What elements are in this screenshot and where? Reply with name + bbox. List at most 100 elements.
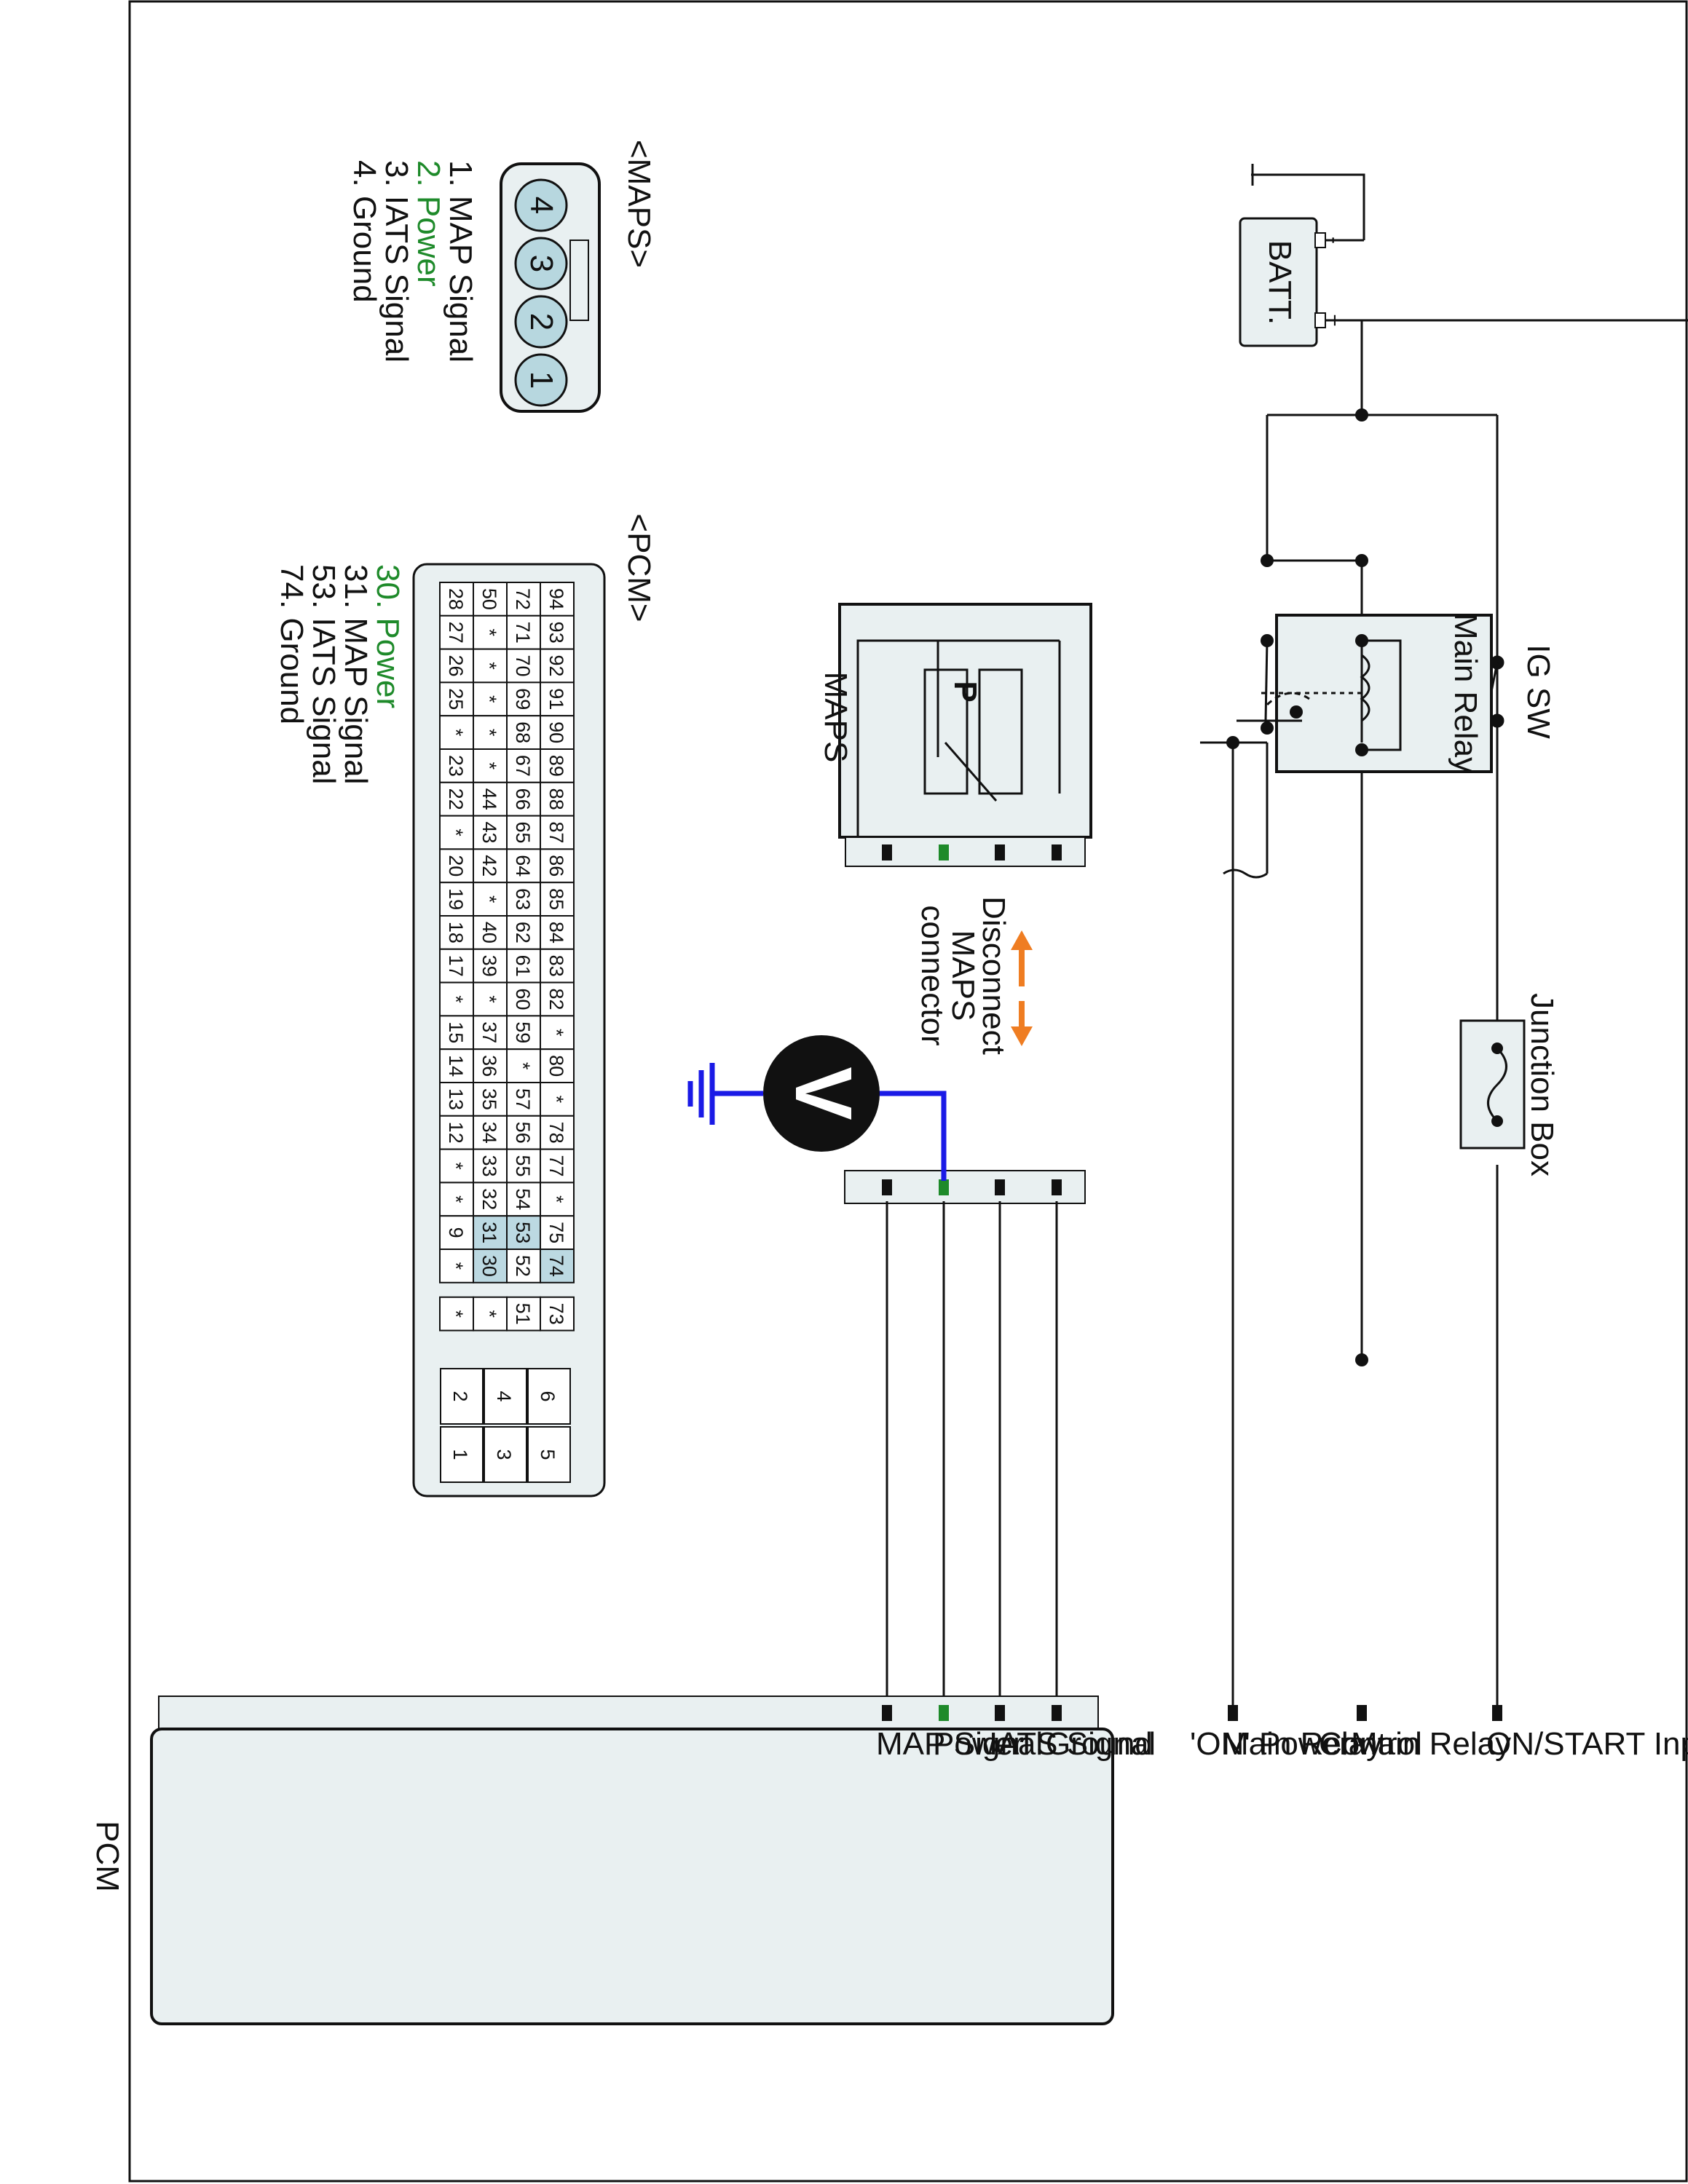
maps-connector-title: <MAPS>: [621, 140, 657, 268]
pcm-cell-text: 65: [512, 821, 534, 843]
pcm-terminal-label: ON/START Input: [1486, 1726, 1688, 1762]
pcm-pin: [1228, 1705, 1238, 1721]
pcm-cell-text: 43: [478, 821, 500, 843]
pcm-cell-text: 17: [445, 955, 467, 977]
pcm-cell-text: 53: [512, 1222, 534, 1243]
pcm-cell-text: *: [545, 1029, 567, 1037]
pcm-cell-text: 70: [512, 654, 534, 676]
pcm-cell-text: 5: [537, 1449, 559, 1460]
pcm-terminal-label: MAP Signal: [876, 1726, 1043, 1762]
pcm-cell-text: 40: [478, 922, 500, 943]
maps-sensor-p-symbol: P: [947, 681, 983, 702]
pcm-cell-text: *: [445, 1262, 467, 1270]
pcm-cell-text: 60: [512, 988, 534, 1010]
pcm-cell-text: 4: [493, 1390, 515, 1401]
pcm-cell-text: 51: [512, 1303, 534, 1325]
pcm-pin: [939, 1705, 949, 1721]
pcm-cell-text: 6: [537, 1390, 559, 1401]
pcm-cell-text: 26: [445, 654, 467, 676]
main-relay: Main Relay: [1200, 559, 1493, 879]
pcm-cell-text: 71: [512, 622, 534, 644]
pcm-cell-text: 56: [512, 1122, 534, 1144]
pcm-cell-text: 72: [512, 588, 534, 610]
pcm-cell-text: 28: [445, 588, 467, 610]
pcm-power-cell: [484, 1368, 527, 1425]
pcm-cell-text: *: [512, 1062, 534, 1070]
maps-pin-number: 4: [524, 197, 559, 214]
maps-legend-item: 1. MAP Signal: [443, 160, 478, 363]
pcm-pin: [995, 1705, 1005, 1721]
maps-sensor-label: MAPS: [818, 672, 853, 763]
pcm-cell-text: 34: [478, 1122, 500, 1144]
pcm-cell-text: 20: [445, 855, 467, 877]
maps-pin: [514, 295, 568, 349]
pcm-cell-text: 74: [545, 1255, 567, 1277]
pcm-cell-text: 61: [512, 955, 534, 977]
page-frame: [128, 0, 1688, 2183]
pcm-pin: [1492, 1705, 1502, 1721]
maps-pin-number: 2: [524, 313, 559, 331]
pcm-cell-text: *: [478, 995, 500, 1003]
battery-label: BATT.: [1262, 240, 1298, 325]
pcm-cell-text: 82: [545, 988, 567, 1010]
pcm-cell-text: 55: [512, 1155, 534, 1176]
maps-pin: [514, 178, 568, 232]
pcm-cell-text: 37: [478, 1021, 500, 1043]
pcm-terminal-label: Ground: [1046, 1726, 1153, 1762]
pcm-cell-text: 12: [445, 1122, 467, 1144]
pcm-power-cell: [484, 1426, 527, 1483]
disconnect-arrow: [1011, 930, 1033, 1046]
disconnect-label: Disconnect MAPS connector: [915, 896, 1011, 1055]
pcm-cell-text: *: [445, 828, 467, 836]
pcm-power-cell: [440, 1426, 484, 1483]
pcm-cell-text: 62: [512, 922, 534, 943]
pcm-cell-text: 32: [478, 1188, 500, 1210]
pcm-cell-text: 59: [512, 1021, 534, 1043]
pcm-legend-item: 53. IATS Signal: [306, 564, 342, 784]
pcm-cell-text: 18: [445, 922, 467, 943]
pcm-cell-text: 73: [545, 1303, 567, 1325]
pcm-cell-text: 15: [445, 1021, 467, 1043]
pcm-cell-text: 52: [512, 1255, 534, 1277]
pcm-legend-item: 74. Ground: [274, 564, 309, 724]
pcm-power-cell: [527, 1368, 571, 1425]
pcm-cell-text: 93: [545, 622, 567, 644]
pcm-cell-text: 88: [545, 788, 567, 810]
pcm-cell-text: 75: [545, 1222, 567, 1243]
pcm-cell-text: *: [545, 1096, 567, 1104]
pcm-connector-title: <PCM>: [621, 513, 657, 622]
pcm-cell-text: 87: [545, 821, 567, 843]
pcm-cell-text: 92: [545, 654, 567, 676]
pcm-cell-text: 22: [445, 788, 467, 810]
main-relay-label: Main Relay: [1448, 613, 1483, 773]
pcm-terminal-label: Control: [1319, 1726, 1422, 1762]
pcm-cell-text: 86: [545, 855, 567, 877]
junction-dots: [1261, 408, 1368, 1366]
pcm-terminal-label: Main Relay: [1222, 1726, 1382, 1762]
junction-box: Junction Box: [1459, 993, 1560, 1176]
pcm-cell: [439, 1249, 474, 1283]
pcm-cell-text: 2: [449, 1390, 471, 1401]
pcm-cell-text: *: [478, 695, 500, 703]
pcm-cell-text: 33: [478, 1155, 500, 1176]
pcm-pin: [1357, 1705, 1367, 1721]
pcm-cell-text: 94: [545, 588, 567, 610]
pcm-cell-text: 27: [445, 622, 467, 644]
pcm-terminal-label: 'ON' Power: [1190, 1726, 1350, 1762]
pcm-cell-text: 68: [512, 721, 534, 743]
maps-legend-item: 4. Ground: [347, 160, 382, 303]
pcm-terminal-label: Main Relay: [1351, 1726, 1511, 1762]
svg-text:connector: connector: [915, 905, 950, 1045]
pcm-cell-text: 69: [512, 688, 534, 710]
pcm-connector-view: <PCM> 94939291908988878685848382*80*7877…: [274, 513, 657, 1497]
pcm-cell-text: *: [478, 762, 500, 770]
pcm-cell-text: 35: [478, 1088, 500, 1110]
voltmeter-symbol: V: [778, 1067, 868, 1120]
pcm-cell-text: 36: [478, 1055, 500, 1077]
pcm-cell-text: 67: [512, 755, 534, 777]
pcm-cell-text: *: [478, 662, 500, 670]
pcm-cell-text: 85: [545, 888, 567, 910]
pcm-cell-text: 31: [478, 1222, 500, 1243]
pcm-cell-text: *: [445, 1310, 467, 1318]
maps-pin-number: 3: [524, 255, 559, 272]
